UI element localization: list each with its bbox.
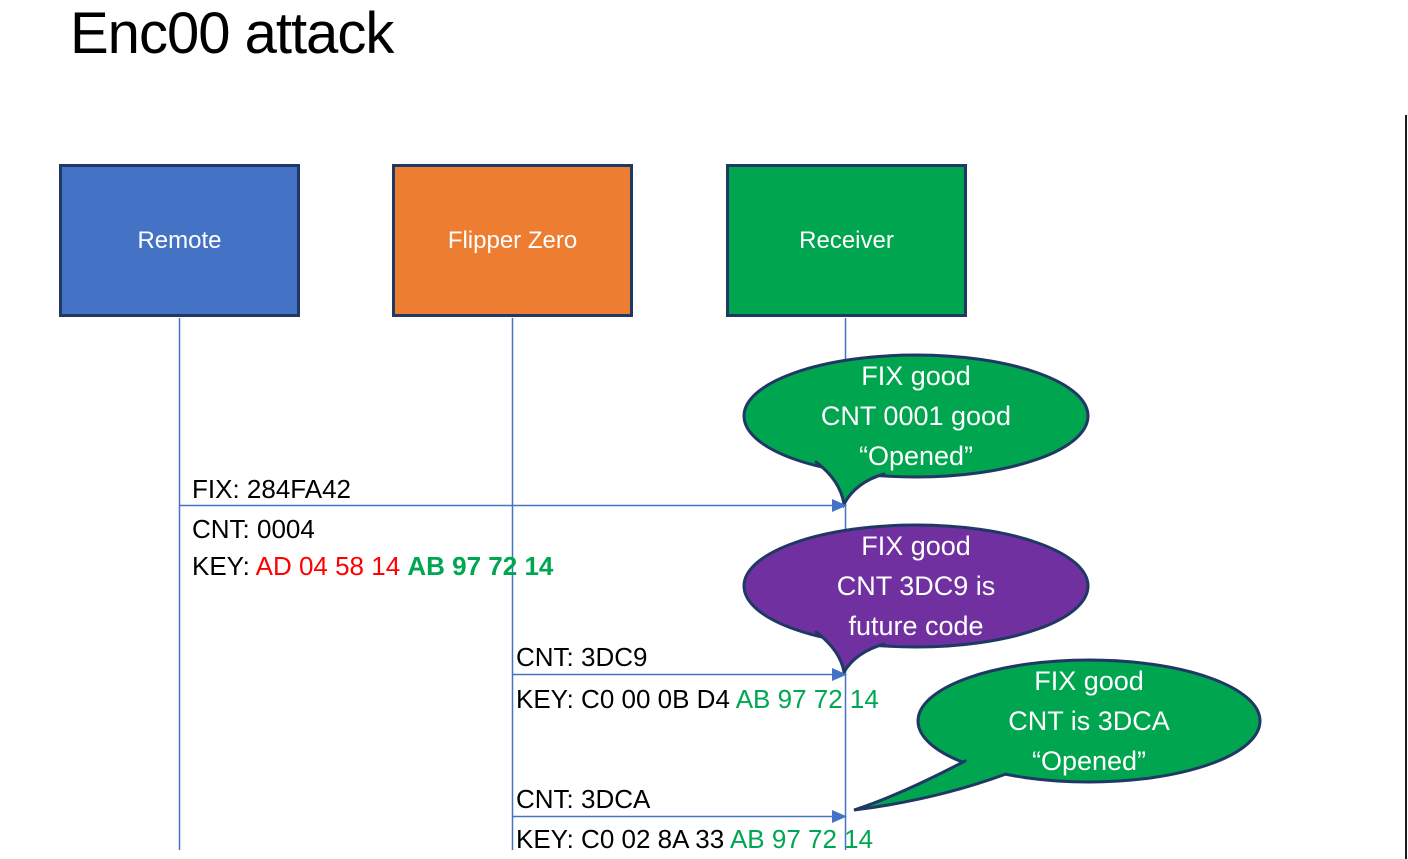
speech-bubble-future-code xyxy=(742,523,1090,677)
bubble-3-text: FIX good CNT is 3DCA “Opened” xyxy=(917,661,1261,781)
bubble-2-tail-fill xyxy=(816,600,884,672)
arrow-flipper-to-receiver-1 xyxy=(512,668,847,681)
message-1-key-green-bytes: AB 97 72 14 xyxy=(407,551,554,581)
message-1-key-label: KEY: AD 04 58 14 AB 97 72 14 xyxy=(192,551,553,581)
bubble-2-text: FIX good CNT 3DC9 is future code xyxy=(744,526,1088,646)
bubble-1-tail-fill xyxy=(816,430,884,504)
bubble-1-line-2: CNT 0001 good xyxy=(820,401,1012,431)
actor-label-receiver: Receiver xyxy=(799,226,894,254)
bubble-1-line-1: FIX good xyxy=(861,361,971,391)
speech-bubble-opened-1 xyxy=(742,353,1090,509)
arrow-flipper-to-receiver-2 xyxy=(512,810,847,823)
bubble-3-line-2: CNT is 3DCA xyxy=(1008,706,1170,736)
bubble-1-ellipse xyxy=(742,353,1090,479)
message-3-key-prefix: KEY: C0 02 8A 33 xyxy=(516,824,730,854)
bubble-2-line-3: future code xyxy=(848,611,984,641)
message-3-cnt-label: CNT: 3DCA xyxy=(516,784,651,814)
slide-title: Enc00 attack xyxy=(70,1,394,66)
bubble-2-ellipse xyxy=(742,523,1090,649)
message-3-key-label: KEY: C0 02 8A 33 AB 97 72 14 xyxy=(516,824,873,854)
message-2-cnt-label: CNT: 3DC9 xyxy=(516,642,648,672)
message-2-key-prefix: KEY: C0 00 0B D4 xyxy=(516,684,736,714)
message-1-cnt-label: CNT: 0004 xyxy=(192,514,315,544)
bubble-3-line-3: “Opened” xyxy=(1031,746,1147,776)
bubble-1-text: FIX good CNT 0001 good “Opened” xyxy=(744,356,1088,476)
speech-bubble-opened-2 xyxy=(853,658,1262,812)
bubble-2-line-1: FIX good xyxy=(861,531,971,561)
arrow-1-head xyxy=(832,499,847,512)
bubble-3-line-1: FIX good xyxy=(1034,666,1144,696)
message-3-key-green-bytes: AB 97 72 14 xyxy=(729,824,874,854)
arrow-3-head xyxy=(832,810,847,823)
message-2-key-green-bytes: AB 97 72 14 xyxy=(735,684,879,714)
message-1-key-prefix: KEY: xyxy=(192,551,256,581)
bubble-2-line-2: CNT 3DC9 is xyxy=(836,571,996,601)
arrow-2-head xyxy=(832,668,847,681)
bubble-3-tail-outline xyxy=(853,759,1008,812)
bubble-1-tail-outline xyxy=(814,460,886,509)
message-1-fix-label: FIX: 284FA42 xyxy=(192,474,351,504)
bubble-2-tail-outline xyxy=(814,630,886,677)
actor-label-remote: Remote xyxy=(137,226,222,254)
message-1-key-red-bytes: AD 04 58 14 xyxy=(255,551,408,581)
actor-box-flipper-zero: Flipper Zero xyxy=(392,164,633,317)
slide-right-edge-line xyxy=(1405,115,1407,859)
bubble-1-line-3: “Opened” xyxy=(858,441,974,471)
actor-label-flipper-zero: Flipper Zero xyxy=(447,226,578,254)
actor-box-receiver: Receiver xyxy=(726,164,967,317)
actor-box-remote: Remote xyxy=(59,164,300,317)
message-2-key-label: KEY: C0 00 0B D4 AB 97 72 14 xyxy=(516,684,879,714)
bubble-3-tail-fill xyxy=(854,720,1006,810)
arrow-remote-to-receiver xyxy=(179,499,847,512)
